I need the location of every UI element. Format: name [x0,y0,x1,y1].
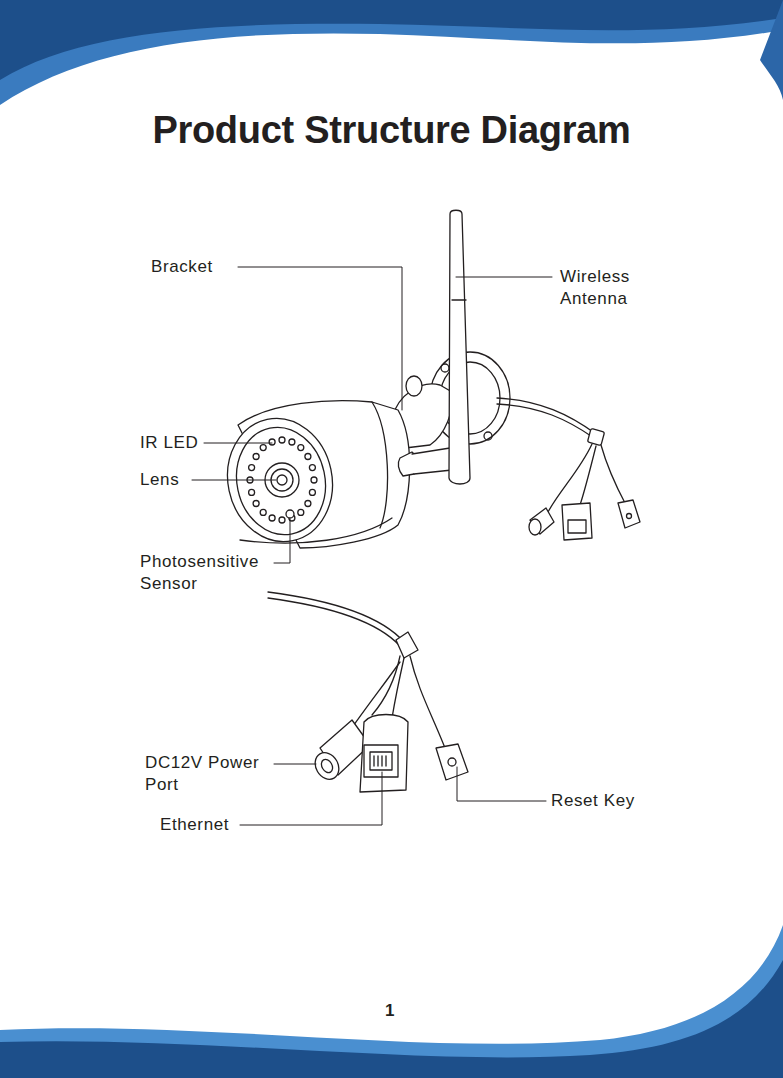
bottom-wave-light [0,925,783,1078]
antenna [398,210,470,484]
leader-line [274,764,316,765]
part-label: Bracket [151,256,213,278]
leader-line [274,519,290,563]
ir-led [279,437,285,443]
ir-led [269,439,275,445]
top-wave-light [0,0,783,105]
ir-led [311,477,317,483]
ir-led [253,501,259,507]
ir-led [260,445,266,451]
ir-led [253,454,259,460]
rj45-small [562,503,592,540]
part-label: Ethernet [160,814,229,836]
ir-led [305,501,311,507]
leader-line [457,767,546,801]
rj45-large [360,715,408,793]
top-wave-dark [0,0,783,80]
part-label: Reset Key [551,790,635,812]
part-label: IR LED [140,432,198,454]
part-label: Wireless Antenna [560,266,655,310]
ir-led [249,489,255,495]
bottom-wave-dark [0,960,783,1078]
leader-line [238,267,402,410]
cable [268,598,400,646]
ir-led [260,509,266,515]
leader-line [204,443,272,444]
leader-line [456,277,552,278]
camera-body [216,401,409,552]
ir-led [289,439,295,445]
ir-led [298,445,304,451]
part-label: Lens [140,469,179,491]
top-wave-edge [760,0,783,100]
leader-line [192,480,276,481]
cable [497,398,596,434]
reset-large [436,744,468,780]
ir-led [249,465,255,471]
leader-lines [192,267,552,825]
cable-splitter [548,428,626,512]
ir-led [309,465,315,471]
ir-led [305,454,311,460]
part-label: DC12V Power Port [145,752,272,796]
leader-line [240,772,382,825]
part-label: Photosensitive Sensor [140,551,272,595]
cable [268,592,404,642]
ir-led [309,489,315,495]
page-title: Product Structure Diagram [0,107,783,153]
ir-led [298,509,304,515]
page-number: 1 [340,1000,440,1022]
ir-led [279,517,285,523]
dc-jack-small [529,508,554,535]
reset-small [618,500,640,528]
photosensitive-sensor [286,510,294,518]
cable [497,404,594,438]
ir-led [269,515,275,521]
